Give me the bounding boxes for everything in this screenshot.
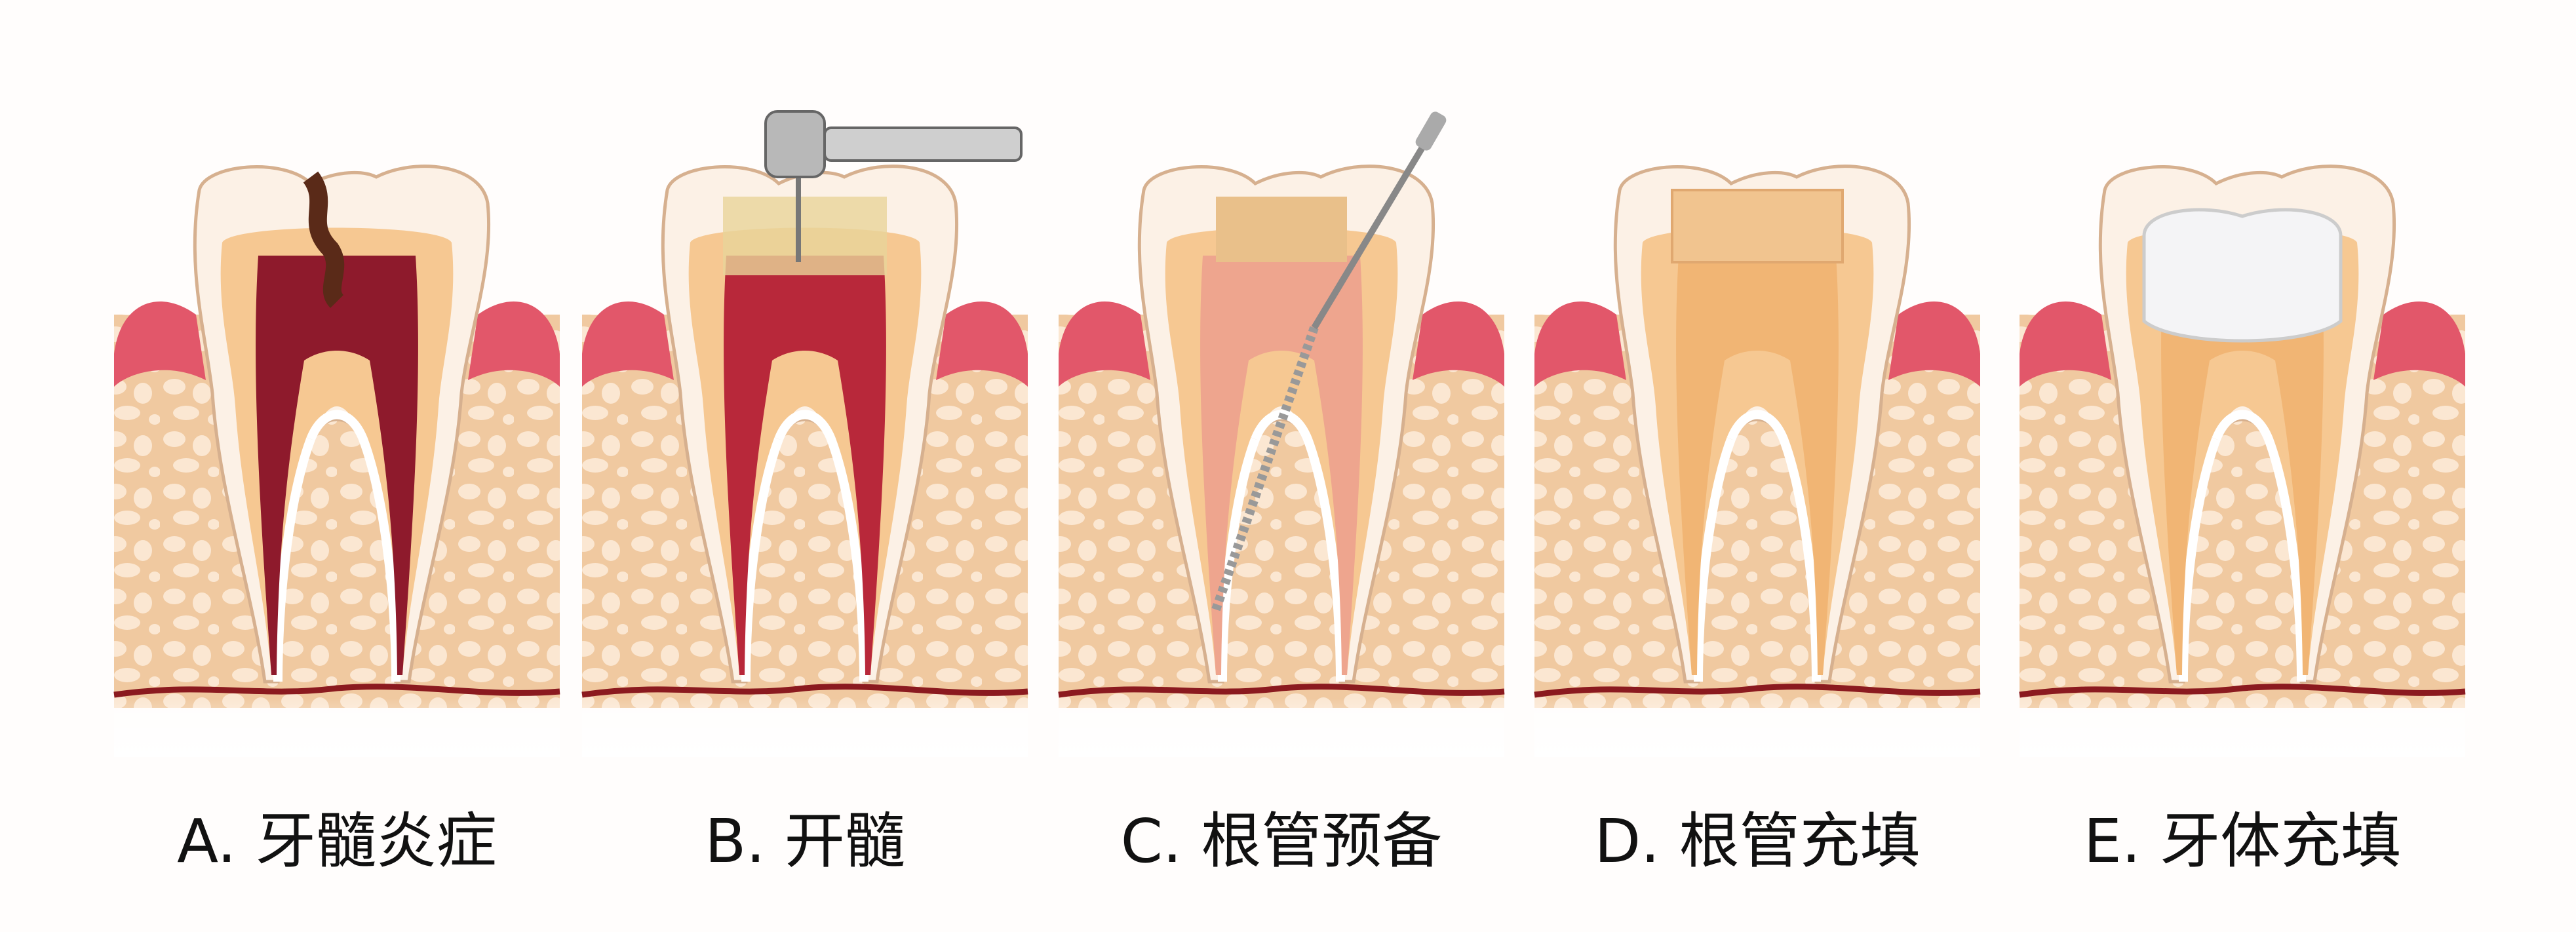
label-d: D. 根管充填	[1594, 806, 1920, 876]
panel-d-canal-filling	[1534, 166, 1980, 757]
open-cavity	[1671, 189, 1844, 263]
panel-e-restoration	[2020, 166, 2465, 757]
endodontic-file-icon	[1211, 111, 1447, 612]
panel-b-access	[582, 110, 1028, 757]
access-cavity	[1216, 197, 1347, 262]
label-a: A. 牙髓炎症	[177, 806, 497, 876]
dental-drill-icon	[764, 110, 1023, 262]
panel-c-preparation	[1059, 111, 1504, 757]
label-c: C. 根管预备	[1121, 806, 1443, 876]
label-e: E. 牙体充填	[2084, 806, 2402, 876]
caries-cavity	[303, 171, 345, 308]
access-cavity	[723, 197, 887, 275]
label-b: B. 开髓	[705, 806, 905, 876]
white-filling	[2142, 208, 2343, 343]
panel-a-pulpitis	[114, 166, 560, 757]
